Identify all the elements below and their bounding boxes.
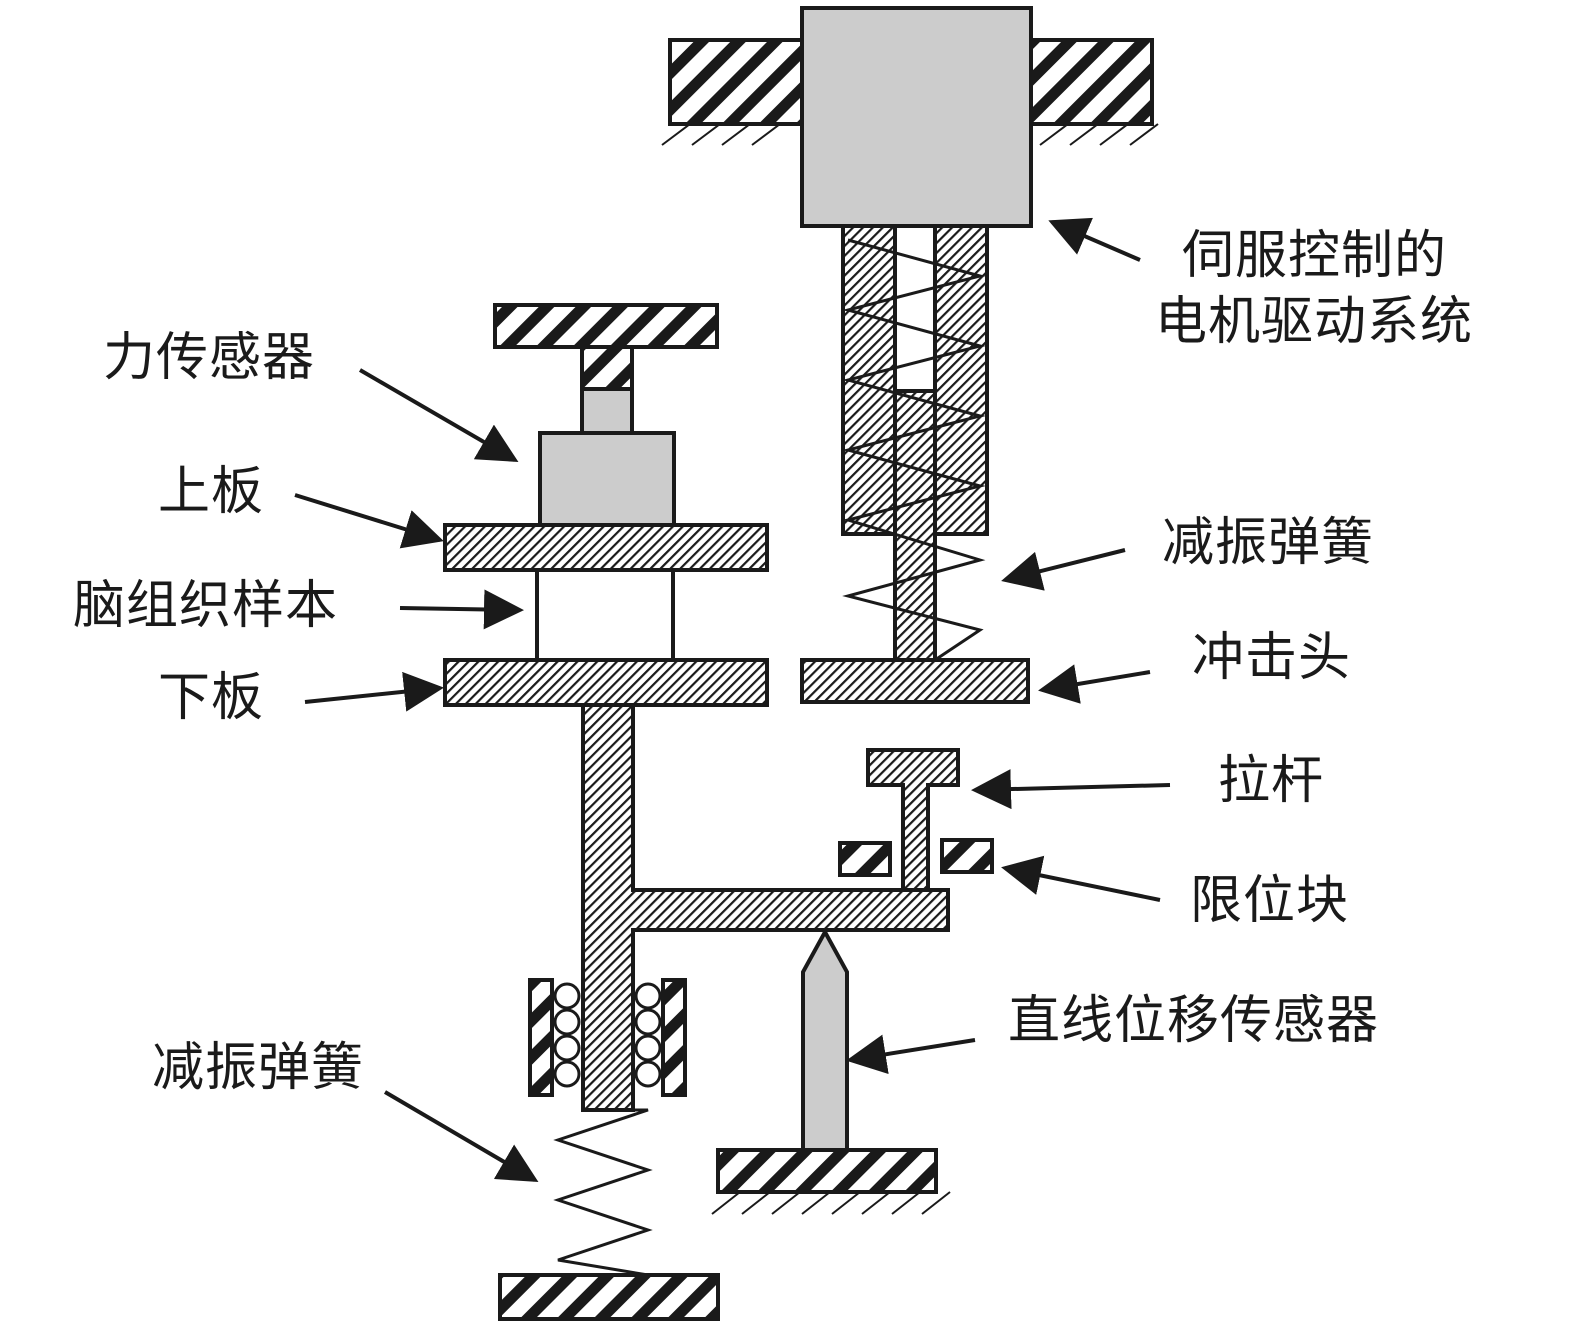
limit-block-left — [838, 841, 892, 877]
arrow-limit-block — [1001, 855, 1161, 902]
label-upper-plate: 上板 — [158, 462, 265, 522]
lower-damping-spring — [553, 1108, 653, 1277]
arrow-pull-rod — [971, 769, 1171, 810]
linear-bearing — [528, 978, 687, 1097]
force-sensor — [538, 431, 676, 527]
arrow-impactor — [1038, 664, 1151, 704]
arrow-motor — [1048, 217, 1141, 262]
label-displacement-sensor: 直线位移传感器 — [1008, 991, 1380, 1051]
lower-plate — [443, 658, 769, 707]
servo-motor-drive-system — [800, 6, 1033, 228]
label-upper-damping-spring: 减振弹簧 — [1162, 513, 1375, 573]
displacement-sensor-base — [711, 1148, 951, 1215]
force-sensor-stem — [580, 387, 634, 435]
label-lower-damping-spring: 减振弹簧 — [152, 1038, 365, 1098]
label-impactor: 冲击头 — [1192, 628, 1352, 688]
label-brain-sample: 脑组织样本 — [73, 576, 339, 636]
lower-spring-ground — [498, 1273, 720, 1321]
arrow-upper-plate — [294, 493, 444, 549]
label-limit-block: 限位块 — [1190, 871, 1350, 931]
label-motor-line2: 电机驱动系统 — [1155, 292, 1474, 352]
arrow-lower-spring — [383, 1090, 539, 1183]
label-pull-rod: 拉杆 — [1218, 751, 1325, 811]
force-sensor-mount — [493, 303, 719, 391]
linear-displacement-sensor — [801, 927, 849, 1152]
upper-plate — [443, 523, 769, 572]
pull-rod — [866, 748, 960, 892]
arrow-upper-spring — [1001, 548, 1126, 591]
brain-tissue-sample — [535, 568, 675, 662]
label-lower-plate: 下板 — [158, 668, 265, 728]
arrow-force-sensor — [358, 368, 519, 463]
label-force-sensor: 力传感器 — [103, 328, 316, 388]
arrow-lower-plate — [304, 671, 444, 712]
limit-block-right — [940, 838, 994, 874]
arrow-displacement-sensor — [846, 1034, 976, 1075]
upper-damping-spring — [842, 238, 986, 662]
label-motor-line1: 伺服控制的 — [1182, 226, 1448, 286]
impactor-head — [800, 658, 1030, 704]
arrow-brain-sample — [399, 589, 524, 630]
